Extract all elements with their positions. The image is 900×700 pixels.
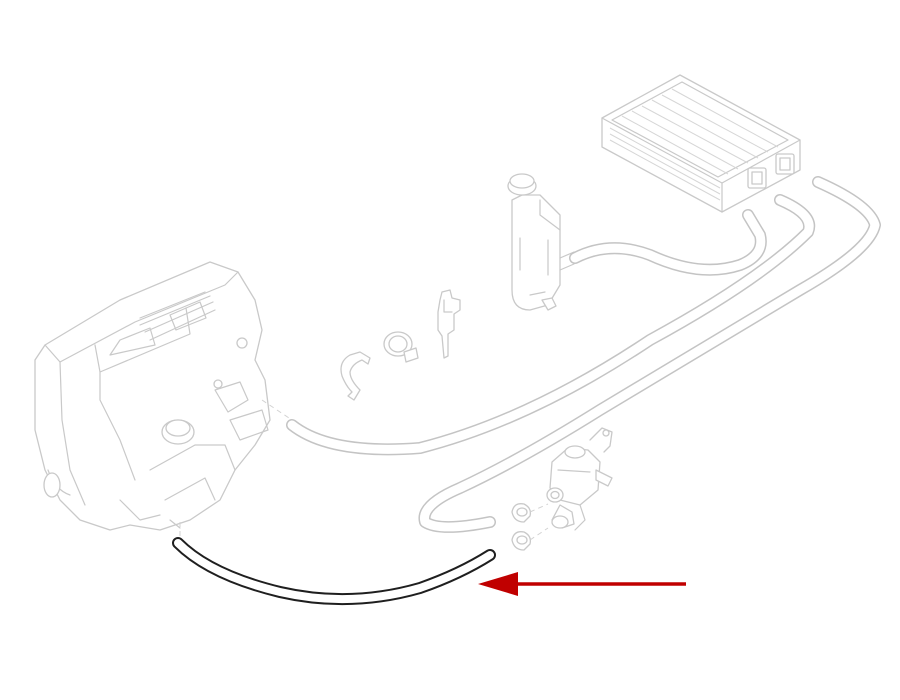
- engine-block: [34, 261, 293, 540]
- heater-core-fins: [609, 88, 779, 201]
- expansion-tank: [507, 173, 575, 311]
- pointer-arrow: [478, 572, 686, 596]
- heater-core: [601, 74, 801, 213]
- ghost-hoses: [286, 176, 881, 533]
- hose-clamp-ring: [383, 331, 419, 363]
- hose-clamp-clip: [340, 351, 371, 401]
- hose-connector: [437, 289, 461, 359]
- heater-valve: [546, 427, 613, 531]
- valve-hose-clamps: [511, 503, 549, 551]
- coolant-hose-highlighted[interactable]: [172, 537, 496, 606]
